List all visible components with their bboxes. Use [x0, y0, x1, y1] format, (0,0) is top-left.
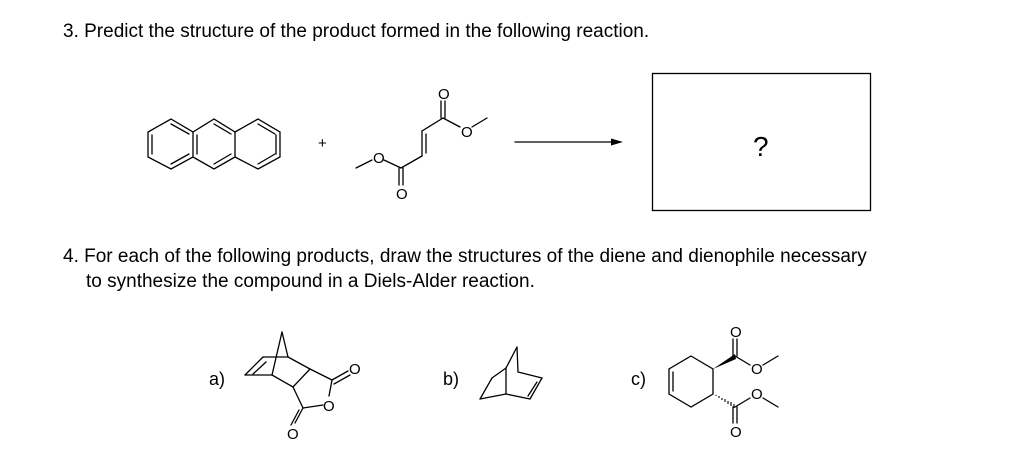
item-b-label: b): [443, 369, 459, 389]
oxygen-atom: O: [373, 150, 385, 167]
oxygen-atom: O: [287, 426, 299, 443]
item-a-label: a): [209, 369, 225, 389]
reaction-arrow: [514, 138, 623, 146]
item-c-label: c): [631, 369, 646, 389]
oxygen-atom: O: [396, 186, 408, 203]
anthracene-structure: [147, 118, 281, 170]
oxygen-atom: O: [323, 398, 335, 415]
oxygen-atom: O: [730, 324, 742, 341]
oxygen-atom: O: [730, 424, 742, 441]
structure-a-norbornene-anhydride: O O O: [244, 331, 361, 443]
oxygen-atom: O: [461, 124, 473, 141]
question-4-text-line1: 4. For each of the following products, d…: [63, 246, 867, 267]
oxygen-atom: O: [349, 361, 361, 378]
question-4-text-line2: to synthesize the compound in a Diels-Al…: [86, 271, 535, 292]
product-answer-box[interactable]: ?: [651, 72, 872, 212]
oxygen-atom: O: [438, 86, 450, 103]
dimethyl-fumarate-structure: O O O O: [355, 86, 488, 203]
structure-b-bicyclooctene: [479, 346, 543, 400]
oxygen-atom: O: [751, 386, 763, 403]
question-3-text: 3. Predict the structure of the product …: [63, 21, 650, 42]
structure-c-cyclohexene-diester: O O O O: [668, 324, 779, 441]
oxygen-atom: O: [751, 361, 763, 378]
unknown-product-placeholder: ?: [753, 131, 769, 162]
plus-sign: +: [318, 135, 327, 152]
